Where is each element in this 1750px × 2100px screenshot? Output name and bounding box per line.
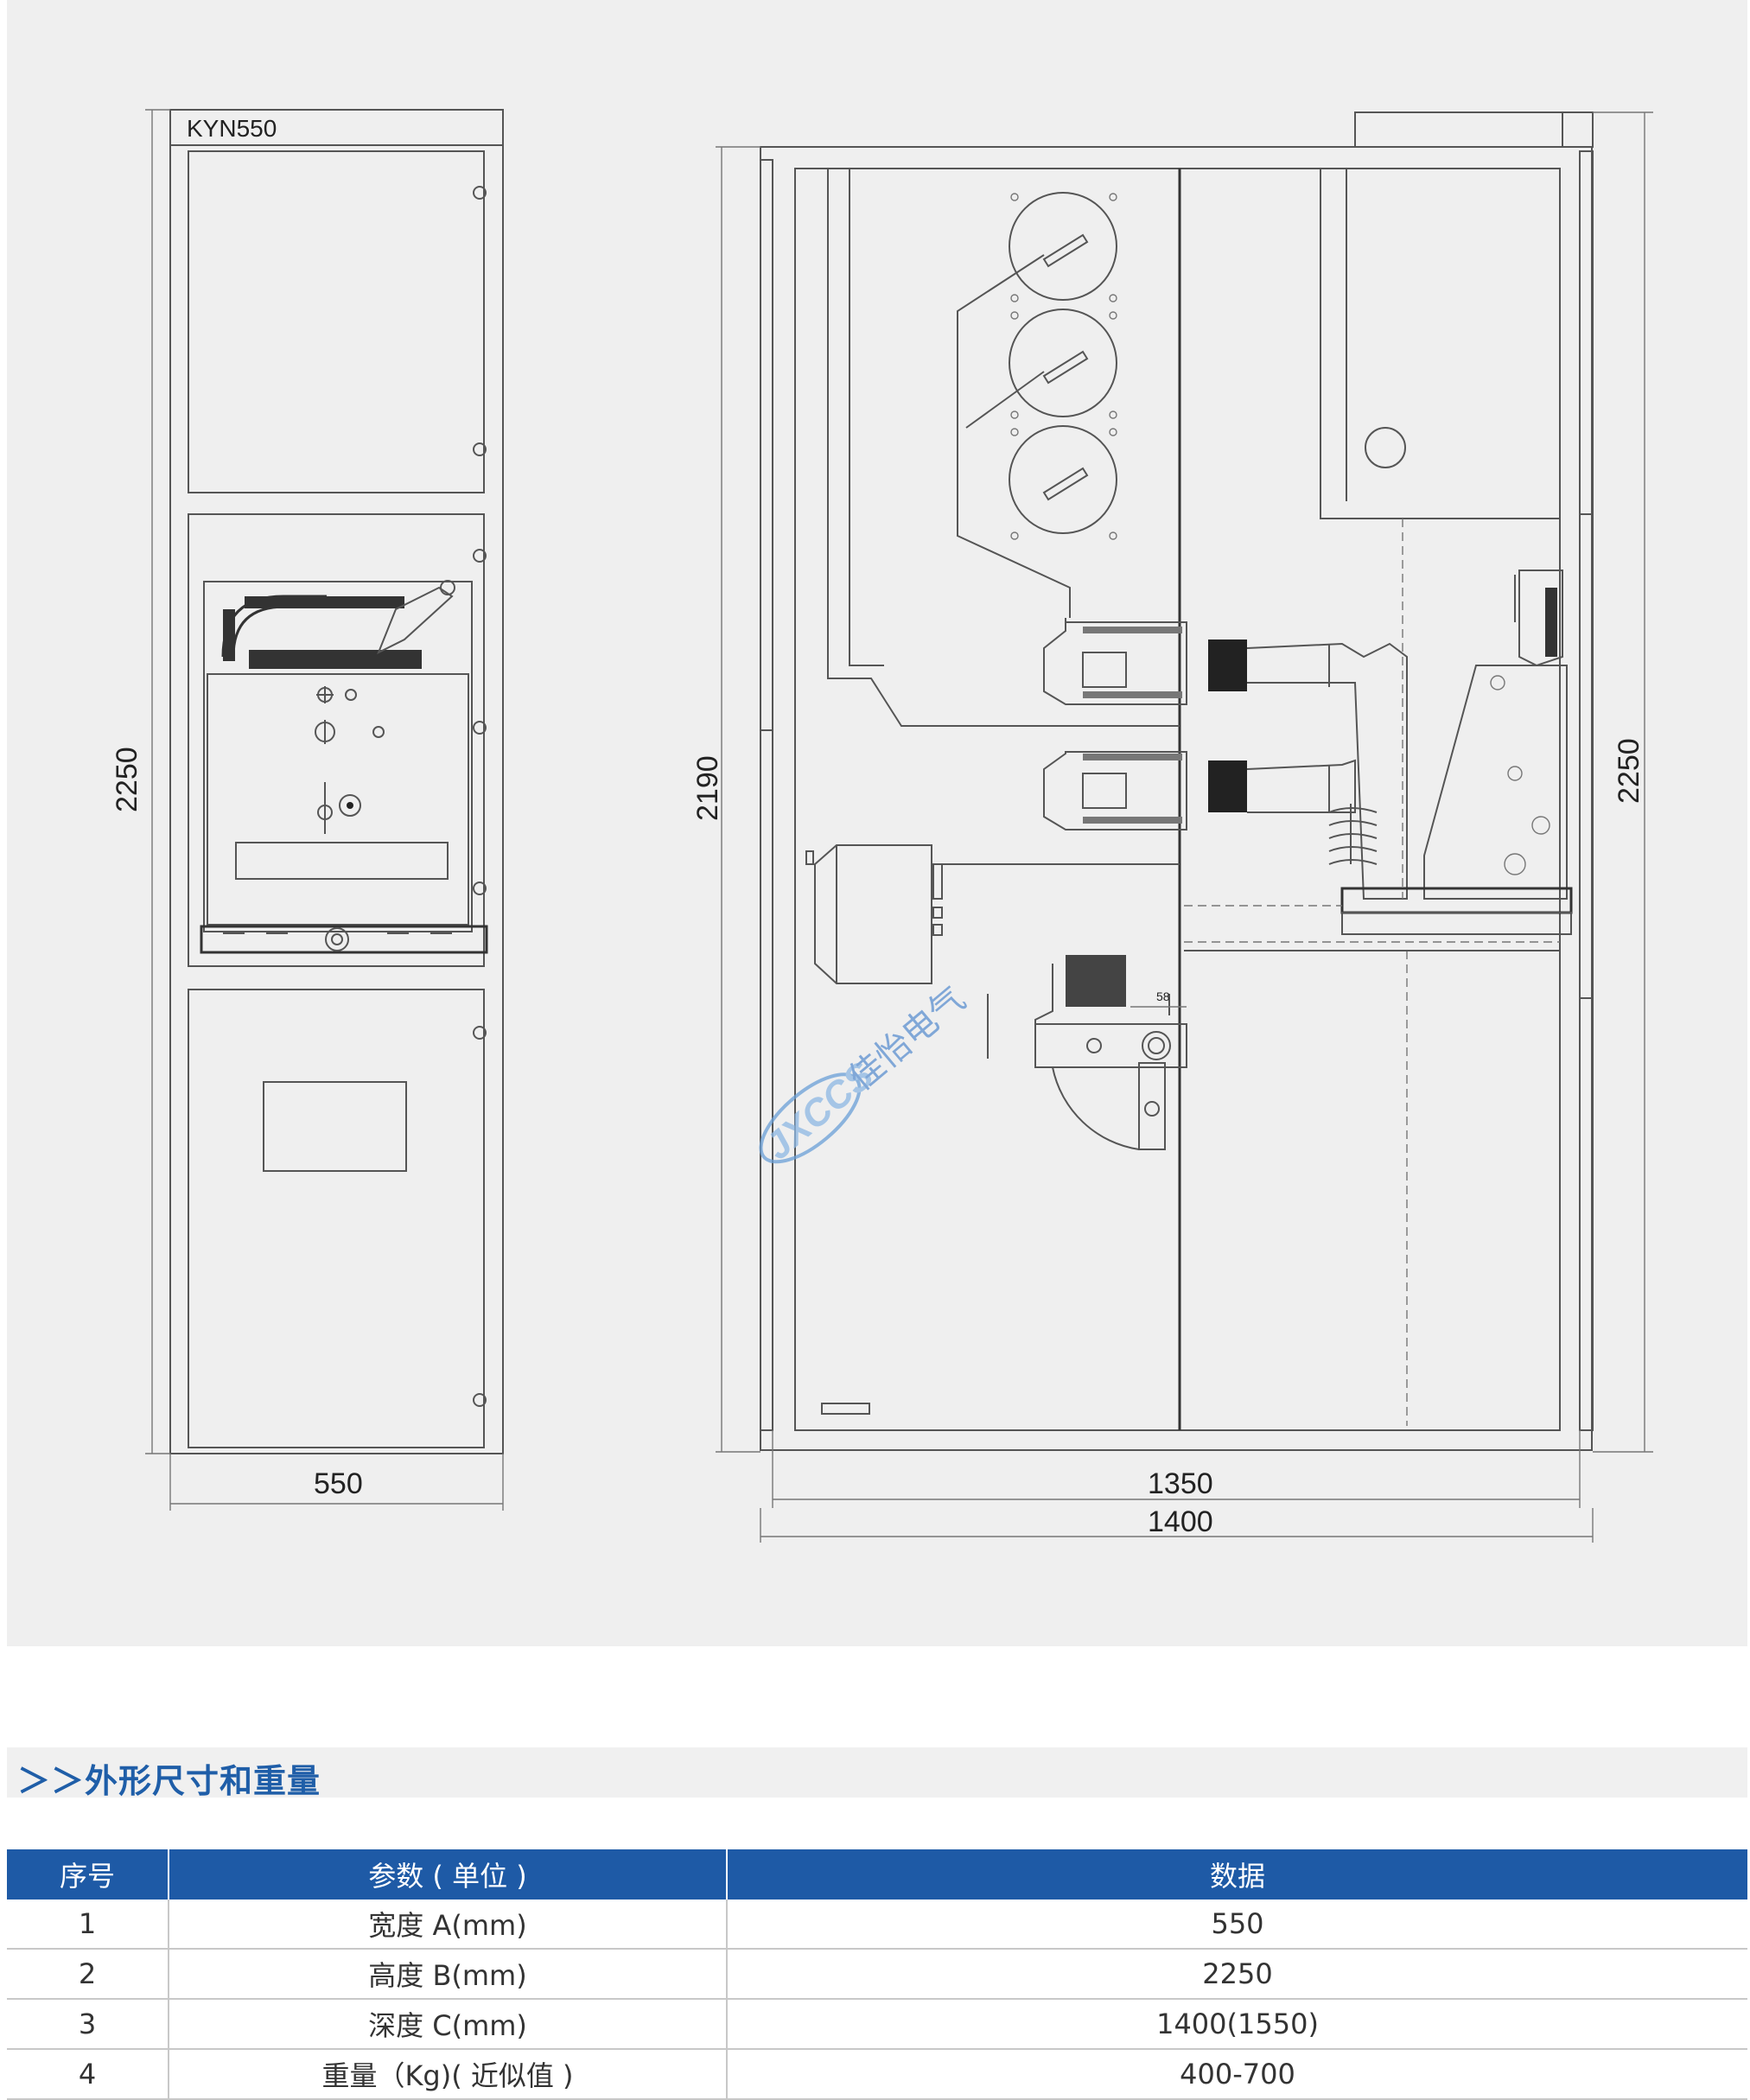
table-row: 4 重量（Kg)( 近似值 ) 400-700 <box>7 2049 1747 2100</box>
front-breaker-compartment <box>188 513 485 967</box>
watermark-brand-text: 佳怡电气 <box>842 979 973 1098</box>
drawing-panel: KYN550 <box>7 0 1747 1646</box>
cell-value: 400-700 <box>727 2049 1747 2100</box>
side-depth-dim-outer: 1400 <box>1148 1505 1213 1538</box>
spring-coil-side <box>1328 807 1378 865</box>
cable-termination: 58 <box>1034 955 1187 1150</box>
cell-value: 1400(1550) <box>727 1999 1747 2050</box>
front-viewing-window <box>263 1081 407 1172</box>
side-view: 58 2190 2250 1350 1400 JXCCS 佳怡电气 <box>691 111 1653 1543</box>
cell-parameter: 高度 B(mm) <box>169 1949 728 2000</box>
top-vent-box <box>1354 111 1594 148</box>
cabinet-drawing: KYN550 <box>111 109 1653 1543</box>
spring-coil-front <box>223 596 422 669</box>
table-row: 2 高度 B(mm) 2250 <box>7 1949 1747 2000</box>
upper-bushing <box>1043 618 1187 705</box>
cell-index: 3 <box>7 1999 169 2050</box>
section-title: ＞＞外形尺寸和重量 <box>17 1762 321 1800</box>
table-row: 1 宽度 A(mm) 550 <box>7 1900 1747 1950</box>
breaker-knobs <box>315 686 385 834</box>
table-header-row: 序号 参数 ( 单位 ) 数据 <box>7 1849 1747 1900</box>
front-view: KYN550 <box>111 109 504 1511</box>
cell-index: 4 <box>7 2049 169 2100</box>
side-depth-dim-inner: 1350 <box>1148 1467 1213 1500</box>
busbar-disks <box>957 192 1117 618</box>
cell-index: 2 <box>7 1949 169 2000</box>
current-transformer <box>805 844 1180 984</box>
small-dim-58: 58 <box>1156 990 1170 1003</box>
breaker-contacts <box>1208 640 1408 900</box>
cell-parameter: 深度 C(mm) <box>169 1999 728 2050</box>
side-height-dim-left: 2190 <box>691 755 724 821</box>
table-row: 3 深度 C(mm) 1400(1550) <box>7 1999 1747 2050</box>
front-bottom-panel <box>188 989 485 1448</box>
brand-watermark: JXCCS 佳怡电气 <box>757 979 973 1168</box>
front-top-panel <box>188 150 485 493</box>
cell-parameter: 重量（Kg)( 近似值 ) <box>169 2049 728 2100</box>
front-width-dim: 550 <box>314 1467 363 1500</box>
front-height-dim: 2250 <box>111 747 143 812</box>
model-label: KYN550 <box>187 115 277 142</box>
header-parameter: 参数 ( 单位 ) <box>169 1849 728 1900</box>
cell-value: 2250 <box>727 1949 1747 2000</box>
low-voltage-compartment <box>1320 168 1561 519</box>
header-index: 序号 <box>7 1849 169 1900</box>
cell-value: 550 <box>727 1900 1747 1950</box>
section-header: ＞＞外形尺寸和重量 <box>7 1747 1747 1800</box>
lower-bushing <box>1043 751 1187 830</box>
spec-table: 序号 参数 ( 单位 ) 数据 1 宽度 A(mm) 550 2 高度 B(mm… <box>7 1849 1747 2100</box>
operating-mechanism <box>1423 665 1568 900</box>
cell-index: 1 <box>7 1900 169 1950</box>
side-height-dim-right: 2250 <box>1613 738 1645 804</box>
header-value: 数据 <box>727 1849 1747 1900</box>
cell-parameter: 宽度 A(mm) <box>169 1900 728 1950</box>
